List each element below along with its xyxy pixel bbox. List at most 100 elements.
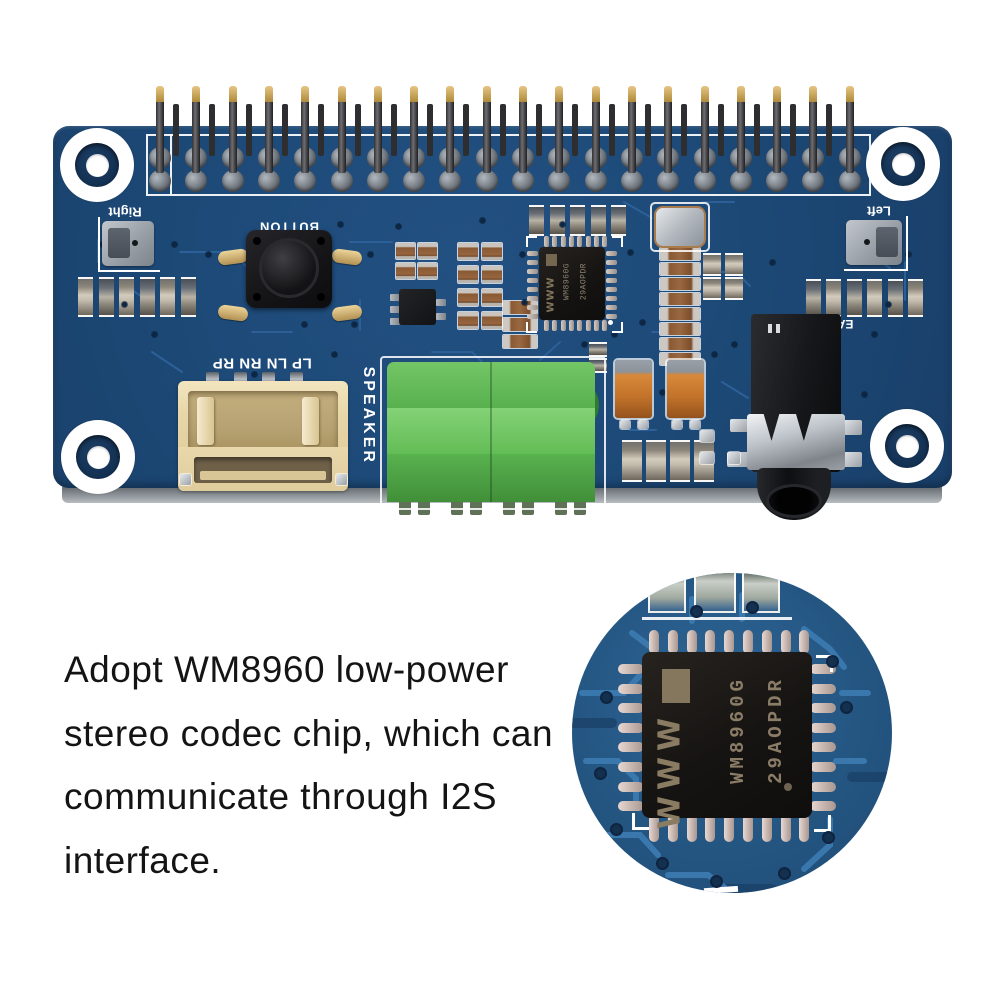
resistor (482, 266, 502, 283)
solder-joint (766, 170, 789, 192)
gpio-pin (337, 99, 346, 173)
solder-joint (548, 170, 571, 192)
mic-hole (132, 240, 138, 246)
solder-joint (838, 170, 861, 192)
caption-line: stereo codec chip, which can (64, 712, 554, 754)
solder-joint (657, 170, 680, 192)
inset-via (824, 833, 833, 842)
solder-joint (149, 170, 171, 192)
gpio-pin (591, 99, 600, 173)
gpio-pin (228, 99, 237, 173)
capacitor (590, 205, 606, 236)
gpio-pin-back (245, 104, 252, 156)
transistor-leg (390, 306, 400, 313)
capacitor (119, 277, 135, 317)
solder-pad (690, 420, 700, 429)
via (732, 342, 737, 347)
inset-via (780, 869, 789, 878)
chip-silkscreen-corner (612, 322, 623, 333)
microphone-left (846, 220, 902, 265)
gpio-pin-back (427, 104, 434, 156)
inset-chip-pin (649, 630, 659, 654)
jack-tab (842, 420, 862, 435)
inset-chip-pin (743, 630, 753, 654)
chip-pin (606, 260, 617, 265)
via (560, 222, 565, 227)
gpio-pin-tip (519, 86, 527, 102)
gpio-pin-tip (373, 86, 382, 102)
tantalum-capacitor (667, 360, 704, 418)
capacitor (670, 440, 690, 482)
gpio-pin-tip (156, 86, 164, 102)
resistor (660, 263, 700, 275)
capacitor (646, 440, 666, 482)
inset-chip-pin (618, 664, 644, 674)
transistor-leg (436, 313, 446, 320)
solder-pad (336, 474, 347, 485)
inset-via (658, 859, 667, 868)
inset-chip-pin (743, 814, 753, 842)
gpio-pin (773, 99, 782, 173)
via (522, 300, 527, 305)
via (906, 252, 911, 257)
inset-via (602, 693, 611, 702)
inset-pad (694, 573, 736, 613)
chip-silkscreen-corner (526, 322, 537, 333)
tantalum-capacitor (615, 360, 652, 418)
speaker-terminal-low (387, 454, 595, 502)
chip-pin (585, 320, 591, 331)
button-plunger (259, 238, 319, 298)
speaker-label: SPEAKER (359, 366, 377, 465)
speaker-terminal-mid (387, 408, 595, 454)
crystal-oscillator (654, 206, 706, 248)
chip-pin (593, 320, 599, 331)
crystal-silkscreen (650, 202, 710, 252)
capacitor (846, 279, 862, 317)
transistor-leg (436, 299, 446, 306)
gpio-pin-back (173, 104, 179, 156)
inset-via (828, 657, 837, 666)
inset-chip-pin (810, 683, 836, 694)
gpio-pin (519, 99, 527, 173)
resistor (482, 243, 502, 260)
via (640, 320, 645, 325)
chip-pin (527, 251, 538, 256)
chip-pin (602, 236, 608, 247)
inset-chip-pin (799, 814, 810, 842)
gpio-pin-back (536, 104, 542, 156)
solder-pad (620, 420, 630, 429)
inset-chip-pin (618, 801, 644, 812)
chip-pin (544, 320, 549, 331)
resistor (503, 335, 537, 348)
gpio-pin-back (608, 104, 615, 156)
inset-chip-pin (780, 630, 791, 654)
inset-via (596, 769, 605, 778)
capacitor (98, 277, 114, 317)
mounting-hole-center (86, 445, 110, 469)
resistor (503, 318, 537, 331)
speaker-terminal-top (387, 362, 595, 408)
inset-chip-pin (780, 814, 791, 842)
chip-pin (552, 320, 558, 331)
capacitor (549, 205, 565, 236)
inset-chip-pin (686, 630, 697, 654)
chip-pin (544, 236, 549, 247)
gpio-pin-back (717, 104, 724, 156)
resistor (396, 263, 415, 279)
caption-line: communicate through I2S (64, 776, 498, 817)
gpio-pin-back (644, 104, 651, 156)
gpio-pin-tip (773, 86, 782, 102)
gpio-pin (482, 99, 491, 173)
via (770, 260, 775, 265)
inset-silkscreen-corner (632, 813, 649, 830)
gpio-pin-back (826, 104, 833, 156)
inset-via (612, 825, 621, 834)
gpio-pin-tip (845, 86, 854, 102)
transistor-leg (390, 318, 400, 325)
gpio-pin-back (753, 104, 760, 156)
solder-joint (693, 170, 716, 192)
capacitor (139, 277, 155, 317)
inset-chip-pin (667, 630, 678, 654)
chip-pin (593, 236, 599, 247)
capacitor (725, 253, 743, 276)
